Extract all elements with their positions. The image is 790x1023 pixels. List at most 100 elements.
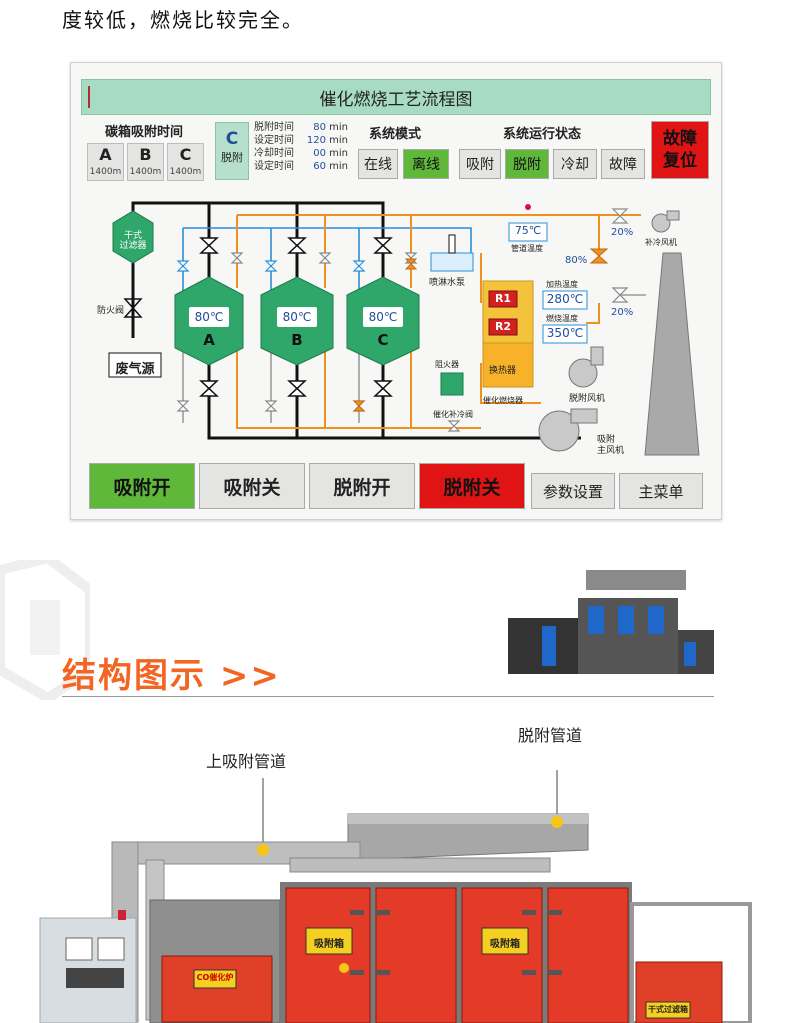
main-fan-icon <box>538 408 598 452</box>
desorb-indicator: C 脱附 <box>215 122 249 180</box>
time-name: 设定时间 <box>254 161 294 172</box>
time-row: 冷却时间 00 min <box>254 147 348 160</box>
tower-b-temp: 80℃ <box>282 310 312 324</box>
main-fan-label: 吸附 主风机 <box>597 435 625 456</box>
flame-arrester <box>440 372 464 396</box>
heat-temp-label: 加热温度 <box>546 280 578 289</box>
desorb-label: 脱附 <box>221 151 243 164</box>
valve-pct-c: 20% <box>611 307 634 318</box>
param-settings-button[interactable]: 参数设置 <box>531 473 615 509</box>
online-button[interactable]: 在线 <box>358 149 398 179</box>
carbon-box-c[interactable]: C 1400m <box>167 143 204 181</box>
dry-filter <box>112 210 154 264</box>
carbon-box-b[interactable]: B 1400m <box>127 143 164 181</box>
right-valves <box>447 208 629 432</box>
carbon-box-time: 1400m <box>169 167 202 177</box>
hex-logo-icon <box>0 560 90 700</box>
cool-valve-label: 催化补冷阀 <box>433 410 473 419</box>
r2-label: R2 <box>494 320 512 333</box>
desorb-on-button[interactable]: 脱附开 <box>309 463 415 509</box>
time-value[interactable]: 00 <box>313 148 326 159</box>
status-adsorb[interactable]: 吸附 <box>459 149 501 179</box>
r1-label: R1 <box>494 292 512 305</box>
fault-reset-button[interactable]: 故障 复位 <box>651 121 709 179</box>
r1-box <box>488 290 518 308</box>
carbon-box-time: 1400m <box>129 167 162 177</box>
heat-temp-box <box>542 290 588 310</box>
time-value[interactable]: 60 <box>313 161 326 172</box>
temp-probe-icon <box>525 204 531 210</box>
carbon-time-label: 碳箱吸附时间 <box>105 125 184 140</box>
tower-b-letter: B <box>291 331 303 349</box>
status-cooling[interactable]: 冷却 <box>553 149 597 179</box>
orange-valves <box>352 248 609 412</box>
time-unit: min <box>329 122 348 133</box>
section-title: 结构图示 >> <box>62 656 281 696</box>
time-unit: min <box>329 148 348 159</box>
offline-button[interactable]: 离线 <box>403 149 449 179</box>
flame-arrester-label: 阻火器 <box>435 360 459 369</box>
co-label: CO催化炉 <box>196 973 234 982</box>
carbon-box-letter: B <box>139 145 152 164</box>
carbon-box-letter: A <box>99 145 112 164</box>
fire-valve-label: 防火阀 <box>97 304 124 316</box>
fire-valve-icon <box>123 298 143 318</box>
orange-pipe <box>236 214 641 429</box>
time-name: 设定时间 <box>254 135 294 146</box>
time-table: 脱附时间 80 min 设定时间 120 min 冷却时间 00 min 设定时间 60… <box>254 121 348 173</box>
chimney <box>644 252 700 456</box>
panel-title-bar: 催化燃烧工艺流程图 <box>81 79 711 115</box>
exchanger-label: 换热器 <box>489 366 517 376</box>
time-value[interactable]: 80 <box>313 122 326 133</box>
adsorb-on-button[interactable]: 吸附开 <box>89 463 195 509</box>
time-value[interactable]: 120 <box>306 135 326 146</box>
box2-label: 吸附箱 <box>490 939 520 950</box>
tower-a <box>174 276 244 366</box>
cool-fan-icon <box>651 210 680 233</box>
status-label: 系统运行状态 <box>503 127 582 142</box>
burn-temp-box <box>542 324 588 344</box>
machine-illustration <box>39 770 752 1023</box>
r2-box <box>488 318 518 336</box>
upper-pipe-marker <box>257 844 269 856</box>
pipe-temp-label: 管道温度 <box>511 244 543 253</box>
upper-pipe-callout: 上吸附管道 <box>206 752 287 771</box>
waste-gas-label: 废气源 <box>115 362 155 377</box>
status-desorb[interactable]: 脱附 <box>505 149 549 179</box>
spray-pump-label: 喷淋水泵 <box>429 278 466 288</box>
tower-a-letter: A <box>203 331 215 349</box>
main-menu-button[interactable]: 主菜单 <box>619 473 703 509</box>
desorb-off-button[interactable]: 脱附关 <box>419 463 525 509</box>
tower-b <box>260 276 334 366</box>
hmi-panel: 催化燃烧工艺流程图 碳箱吸附时间 A 1400m B 1400m C 1400m… <box>70 62 722 520</box>
burn-temp-label: 燃烧温度 <box>546 314 578 323</box>
desorb-letter: C <box>225 129 239 149</box>
box1-label: 吸附箱 <box>314 939 344 950</box>
desorb-fan-icon <box>568 346 604 388</box>
carbon-box-a[interactable]: A 1400m <box>87 143 124 181</box>
time-name: 脱附时间 <box>254 122 294 133</box>
blue-valves <box>176 260 366 272</box>
heat-temp-value: 280℃ <box>546 292 584 306</box>
tower-a-temp: 80℃ <box>194 310 224 324</box>
filter-box-label: 干式过滤箱 <box>648 1005 688 1014</box>
mode-label: 系统模式 <box>369 127 422 142</box>
time-row: 脱附时间 80 min <box>254 121 348 134</box>
tower-c-letter: C <box>377 331 389 349</box>
section-divider <box>62 696 714 697</box>
burn-temp-value: 350℃ <box>546 326 584 340</box>
spray-pump-icon <box>448 234 456 254</box>
status-fault[interactable]: 故障 <box>601 149 645 179</box>
burner-body <box>482 342 534 388</box>
valve-pct-a: 80% <box>565 255 588 266</box>
burner-label: 催化燃烧器 <box>483 396 523 405</box>
time-name: 冷却时间 <box>254 148 294 159</box>
desorb-pipe-callout: 脱附管道 <box>518 726 583 745</box>
adsorb-off-button[interactable]: 吸附关 <box>199 463 305 509</box>
machine-thumbnail <box>508 570 714 674</box>
intro-text: 度较低，燃烧比较完全。 <box>62 8 304 32</box>
waste-gas-box <box>108 352 162 378</box>
spray-pump-tank <box>430 252 474 272</box>
